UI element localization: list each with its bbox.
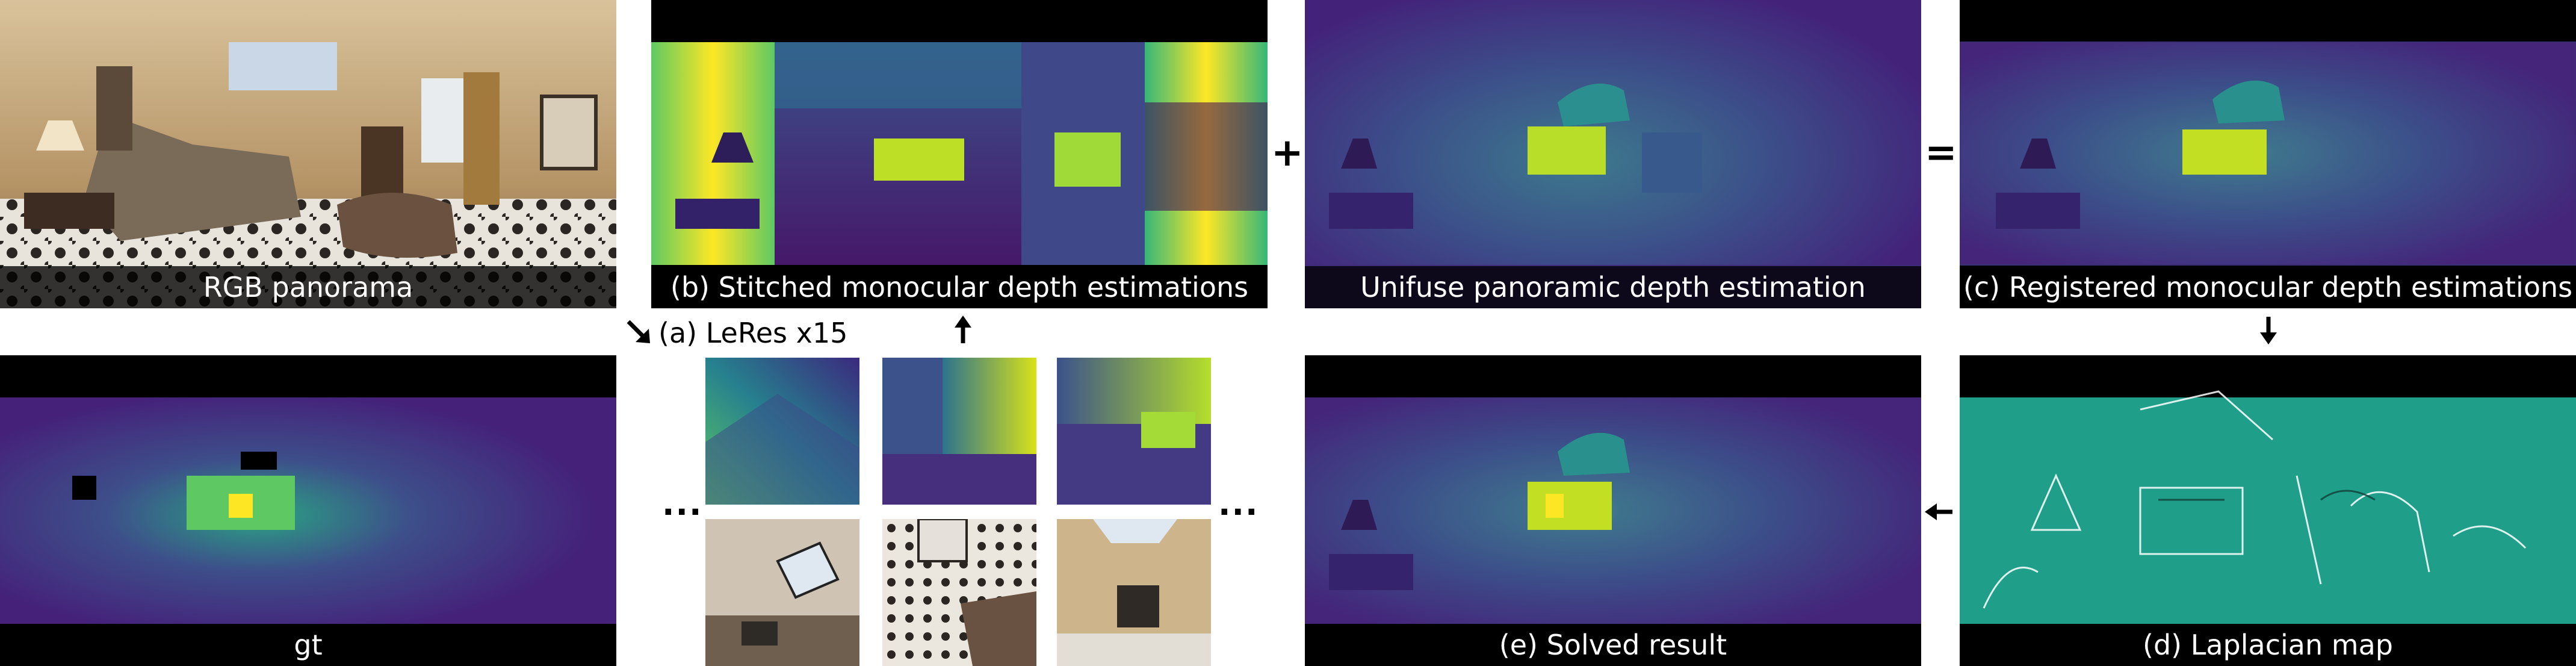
gt-depth-image	[0, 355, 616, 666]
gt-caption: gt	[0, 624, 616, 666]
leres-depth-tile-2	[882, 358, 1036, 505]
left-ellipsis: ...	[662, 485, 703, 523]
gt-panel: gt	[0, 355, 616, 666]
arrow-down-icon	[2260, 317, 2277, 344]
laplacian-map-image	[1960, 355, 2576, 666]
arrow-left-icon	[1925, 503, 1952, 520]
rgb-panorama-image	[0, 0, 616, 308]
rgb-panorama-panel: RGB panorama	[0, 0, 616, 308]
unifuse-depth-caption: Unifuse panoramic depth estimation	[1305, 266, 1921, 308]
registered-depth-image	[1960, 0, 2576, 308]
laplacian-map-panel: (d) Laplacian map	[1960, 355, 2576, 666]
rgb-tile-1	[705, 519, 859, 666]
unifuse-depth-image	[1305, 0, 1921, 308]
leres-label: (a) LeRes x15	[658, 317, 848, 349]
right-ellipsis: ...	[1218, 485, 1259, 523]
registered-depth-caption: (c) Registered monocular depth estimatio…	[1960, 266, 2576, 308]
rgb-tile-2	[882, 519, 1036, 666]
arrow-down-right-icon	[627, 320, 650, 343]
solved-result-panel: (e) Solved result	[1305, 355, 1921, 666]
stitched-depth-caption: (b) Stitched monocular depth estimations	[651, 266, 1268, 308]
stitched-depth-image	[651, 0, 1268, 308]
plus-operator: +	[1271, 131, 1304, 175]
leres-depth-tile-3	[1057, 358, 1211, 505]
stitched-depth-panel: (b) Stitched monocular depth estimations	[651, 0, 1268, 308]
rgb-panorama-caption: RGB panorama	[0, 266, 616, 308]
leres-depth-tile-1	[705, 358, 859, 505]
unifuse-depth-panel: Unifuse panoramic depth estimation	[1305, 0, 1921, 308]
equals-operator: =	[1925, 131, 1957, 175]
registered-depth-panel: (c) Registered monocular depth estimatio…	[1960, 0, 2576, 308]
rgb-tile-3	[1057, 519, 1211, 666]
solved-result-caption: (e) Solved result	[1305, 624, 1921, 666]
solved-result-image	[1305, 355, 1921, 666]
arrow-up-icon	[955, 316, 971, 343]
laplacian-map-caption: (d) Laplacian map	[1960, 624, 2576, 666]
